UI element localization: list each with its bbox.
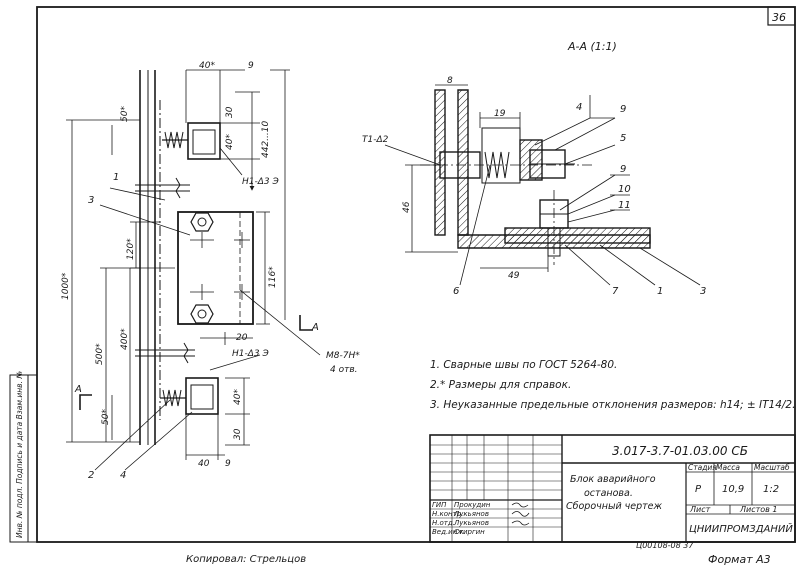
dim-overall-left: 1000*: [61, 272, 71, 300]
dim-bracket-h: 116*: [268, 266, 278, 288]
sheet-format: Формат А3: [708, 553, 771, 566]
section-dim-bottom: 49: [508, 271, 520, 281]
dim-bot-h30: 30: [233, 428, 243, 440]
copied-by: Копировал: Стрельцов: [186, 554, 306, 565]
dim-bot-h50: 50*: [101, 409, 111, 425]
doc-name-3: Сборочный чертеж: [566, 501, 663, 512]
title-block-text: 3.017-3.7-01.03.00 СБ Блок аварийного ос…: [432, 444, 793, 536]
dim-top-width: 40*: [199, 61, 215, 71]
role-2: Н.контр.: [432, 510, 463, 518]
sheet-frame: [9, 6, 796, 543]
note-2: 2.* Размеры для справок.: [430, 379, 571, 391]
section-dim-offset: 19: [494, 109, 506, 119]
dim-h40-top: 40*: [225, 134, 235, 150]
label-holes: 4 отв.: [330, 365, 358, 375]
callout-10: 10: [618, 184, 631, 195]
section-title: А-А (1:1): [567, 40, 617, 53]
dim-hole-spacing: 20: [236, 333, 248, 343]
callout-11: 11: [618, 200, 631, 211]
main-view: [66, 69, 321, 471]
page-number: 36: [772, 11, 786, 24]
callout-5: 5: [620, 133, 626, 144]
doc-name-2: останова.: [584, 488, 633, 499]
callout-1: 1: [657, 286, 663, 297]
name-1: Прокудин: [454, 501, 491, 509]
label-bolt: М8-7Н*: [326, 351, 360, 361]
archive-code: Ц00108-08 37: [636, 541, 694, 550]
col-mass: Масса: [716, 463, 740, 472]
scale-value: 1:2: [763, 484, 779, 495]
stage-value: Р: [695, 484, 702, 495]
side-stamp: Инв. № подл. Подпись и дата Взам.инв. №: [15, 371, 24, 538]
dim-top-small: 9: [248, 61, 254, 71]
dim-hole-sp-v: 120*: [126, 238, 136, 260]
callout-7: 7: [612, 286, 619, 297]
label-part2: 2: [88, 470, 94, 481]
label-weld-bottom: Н1-Δ3 Э: [232, 349, 269, 359]
sheets-label: Листов 1: [739, 505, 778, 514]
doc-code: 3.017-3.7-01.03.00 СБ: [612, 444, 748, 458]
label-part3: 3: [88, 195, 94, 206]
section-dim-top: 8: [447, 76, 453, 86]
note-1: 1. Сварные швы по ГОСТ 5264-80.: [430, 359, 617, 371]
callout-9-bottom: 9: [620, 164, 626, 175]
signatures: [511, 502, 530, 526]
section-dim-height: 46: [402, 201, 412, 213]
name-2: Лукьянов: [453, 510, 489, 518]
dim-overall-right: 442...10: [261, 121, 271, 158]
role-3: Н.отд.: [432, 519, 455, 527]
notes: 1. Сварные швы по ГОСТ 5264-80. 2.* Разм…: [430, 359, 795, 411]
section-weld-label: Т1-Δ2: [362, 135, 389, 145]
dim-top-h: 50*: [120, 106, 130, 122]
name-4: Стиргин: [454, 528, 485, 536]
organization: ЦНИИПРОМЗДАНИЙ: [689, 522, 793, 535]
name-3: Лукьянов: [453, 519, 489, 527]
col-stage: Стадия: [688, 463, 717, 472]
sheet-label: Лист: [689, 505, 711, 514]
label-part1: 1: [113, 172, 119, 183]
label-weld-top: Н1-Δ3 Э: [242, 177, 279, 187]
section-view-labels: А-А (1:1) Т1-Δ2 8 19 46 49 4 9 5 9 10 11…: [362, 40, 706, 297]
dim-h30-top: 30: [225, 106, 235, 118]
callout-9-top: 9: [620, 104, 626, 115]
label-section-top: А: [311, 322, 319, 333]
col-scale: Масштаб: [754, 463, 790, 472]
role-4: Вед.инж.: [432, 528, 466, 536]
dim-bot-w: 40: [198, 459, 210, 469]
section-view: [384, 84, 701, 286]
callout-3: 3: [700, 286, 706, 297]
dim-bot-h40: 40*: [233, 389, 243, 405]
title-block: [429, 434, 796, 543]
main-view-dimensions: 40* 9 50* 30 40* 442...10 1000* 116* 20 …: [61, 61, 360, 481]
doc-name-1: Блок аварийного: [570, 474, 656, 485]
label-part4: 4: [120, 470, 126, 481]
callout-6: 6: [453, 286, 459, 297]
label-section-bottom: А: [74, 384, 82, 395]
dim-bot-small: 9: [225, 459, 231, 469]
callout-4: 4: [576, 102, 582, 113]
dim-mid-h: 500*: [95, 343, 105, 365]
mass-value: 10,9: [722, 484, 744, 495]
note-3: 3. Неуказанные предельные отклонения раз…: [430, 399, 795, 411]
dim-bot-h: 400*: [120, 328, 130, 350]
role-1: ГИП: [432, 501, 447, 509]
